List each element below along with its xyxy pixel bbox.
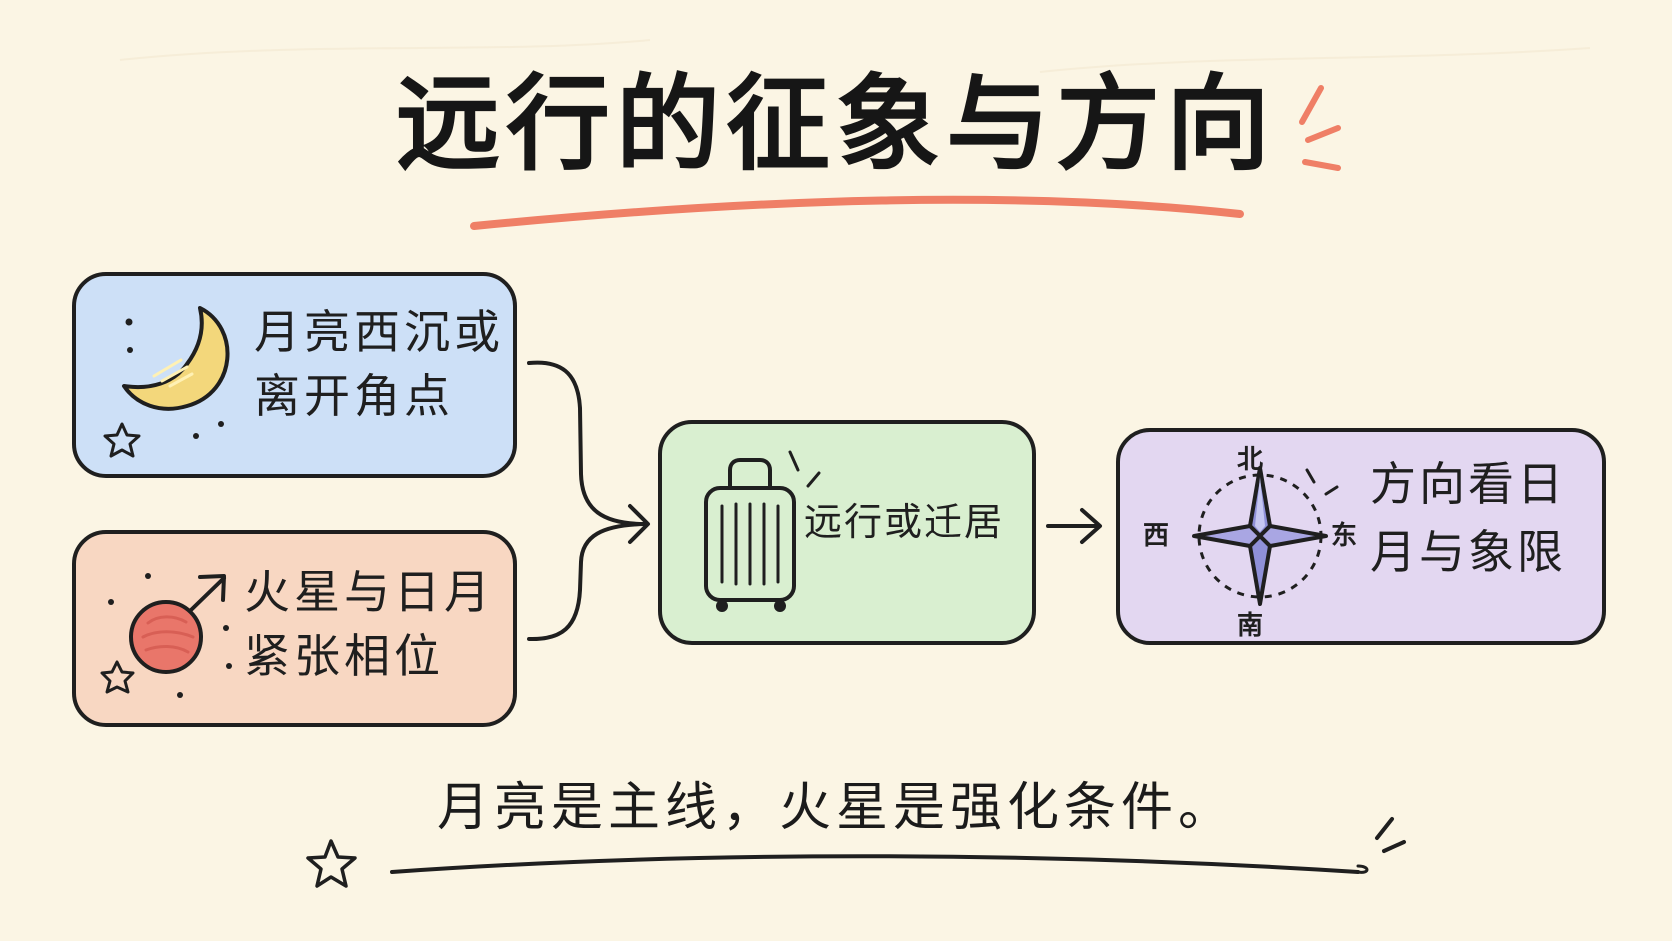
direction-text: 方向看日月与象限	[1370, 457, 1566, 579]
conclusion-text: 月亮是主线，火星是强化条件。	[436, 778, 1235, 838]
suitcase-icon	[704, 450, 821, 612]
mars-symbol-icon	[100, 573, 232, 698]
compass-north-label: 北	[1237, 445, 1264, 475]
compass-rose-icon	[1192, 466, 1339, 606]
moon-condition-text: 月亮西沉或离开角点	[254, 305, 504, 423]
mars-condition-box: 火星与日月紧张相位	[72, 530, 517, 727]
compass-south-label: 南	[1237, 611, 1264, 641]
direction-box: 北 南 西 东 方向看日月与象限	[1116, 428, 1606, 645]
moon-condition-box: 月亮西沉或离开角点	[72, 272, 517, 478]
compass-east-label: 东	[1331, 521, 1358, 551]
compass-west-label: 西	[1143, 521, 1170, 551]
travel-result-box: 远行或迁居	[658, 420, 1036, 645]
mars-condition-text: 火星与日月紧张相位	[244, 565, 494, 683]
crescent-moon-icon	[103, 306, 230, 458]
travel-result-text: 远行或迁居	[804, 500, 1005, 544]
diagram-title: 远行的征象与方向	[395, 63, 1276, 185]
